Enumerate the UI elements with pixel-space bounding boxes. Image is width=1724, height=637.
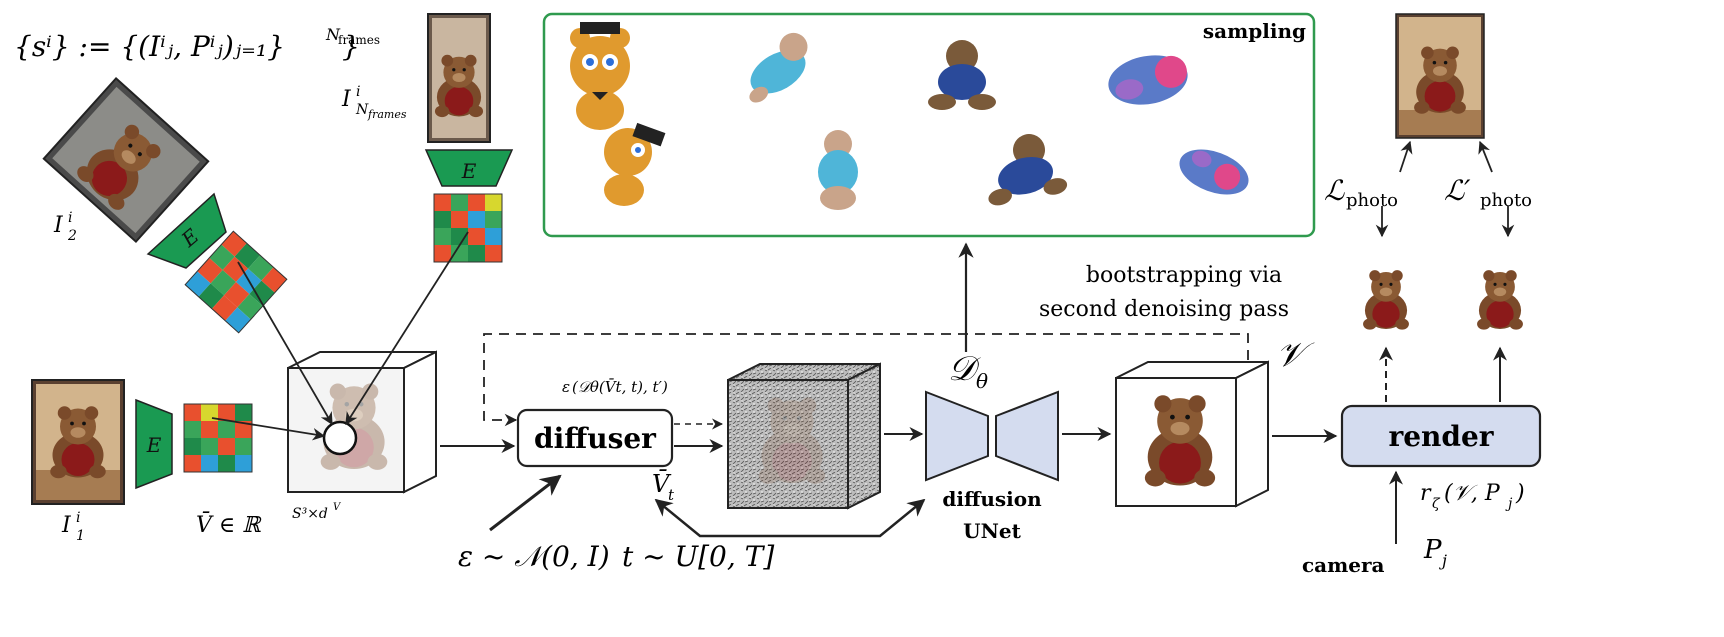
svg-text:V̄: V̄ (652, 470, 672, 498)
set-def-text: {sⁱ} := {(Iⁱⱼ, Pⁱⱼ)ⱼ₌₁} (14, 30, 285, 63)
svg-text:θ: θ (976, 369, 988, 393)
loss-photo-label: ℒ photo (1324, 174, 1398, 211)
sample-toy-8 (1179, 149, 1249, 195)
svg-text:(𝒱, P: (𝒱, P (1444, 481, 1501, 506)
set-def-sup-sub: frames (338, 33, 380, 47)
svg-text:): ) (1515, 481, 1525, 506)
render-fn-label: r ζ (𝒱, P j ) (1420, 481, 1525, 512)
bootstrap-label-2: second denoising pass (1039, 297, 1289, 322)
sample-toy-2 (749, 32, 808, 103)
encoder-n (424, 149, 514, 187)
set-definition: {sⁱ} := {(Iⁱⱼ, Pⁱⱼ)ⱼ₌₁} N frames } (14, 25, 380, 63)
svg-text:ζ: ζ (1432, 496, 1441, 512)
projection-lines (211, 231, 469, 441)
frame-2-photo (42, 76, 210, 244)
epsilon-label: ε (𝒟θ(V̄t, t), t′) (562, 378, 668, 396)
feature-grid-n (433, 193, 503, 263)
rendered-bear-1 (1363, 270, 1409, 330)
frame-n-photo (427, 13, 491, 143)
encoder-2 (146, 192, 227, 269)
svg-text:1: 1 (76, 528, 85, 544)
frame-1-label: I i 1 (61, 510, 85, 544)
svg-text:i: i (356, 84, 360, 100)
svg-text:N: N (355, 102, 369, 118)
sample-point (322, 420, 358, 456)
svg-text:ℒ: ℒ (1324, 174, 1345, 207)
svg-text:P: P (1423, 535, 1442, 565)
camera-label: camera (1302, 553, 1385, 577)
sample-toy-6 (818, 130, 858, 210)
render-box: render (1340, 404, 1542, 468)
vcal-label: 𝒱 (1276, 335, 1315, 375)
volume-label: V̄ ∈ ℝ S³×d V (196, 502, 342, 538)
svg-text:S³×d: S³×d (292, 506, 328, 522)
svg-text:i: i (68, 210, 72, 226)
svg-text:(𝒟θ(V̄t, t), t′): (𝒟θ(V̄t, t), t′) (572, 378, 668, 396)
sample-toy-7 (988, 134, 1068, 206)
svg-text:I: I (61, 513, 72, 538)
ground-truth-photo (1395, 13, 1485, 139)
diffuser-label: diffuser (534, 422, 657, 455)
time-label: t ~ U[0, T] (622, 540, 774, 573)
feature-grid-2 (184, 230, 288, 334)
sampling-label: sampling (1203, 19, 1306, 43)
svg-text:V̄ ∈ ℝ: V̄ ∈ ℝ (196, 511, 262, 538)
svg-text:t: t (668, 486, 675, 504)
svg-text:I: I (341, 87, 352, 112)
pj-label: P j (1423, 535, 1447, 570)
sample-toy-5 (604, 122, 666, 206)
loss-photo-prime-label: ℒ′ photo (1444, 174, 1532, 211)
diffusion-unet (925, 390, 1059, 482)
frame-2-label: I i 2 (53, 210, 77, 244)
feature-grid-1 (183, 403, 253, 473)
encoder-1-label: E (146, 433, 162, 457)
sample-toy-4 (1108, 55, 1188, 105)
set-def-sup: N (325, 25, 341, 44)
sample-toy-1 (570, 22, 630, 130)
unet-label-1: diffusion (942, 487, 1042, 511)
encoder-n-label: E (461, 159, 477, 183)
svg-text:photo: photo (1480, 190, 1532, 211)
svg-text:I: I (53, 213, 64, 238)
svg-text:j: j (1439, 551, 1447, 570)
set-def-close: } (342, 30, 360, 63)
feature-volume-cube (287, 350, 437, 494)
unet-label-2: UNet (963, 519, 1021, 543)
bootstrap-loop (483, 333, 1249, 427)
svg-text:V: V (333, 502, 342, 513)
encoder-1 (135, 398, 173, 490)
loss-arrows (1375, 140, 1515, 238)
arrow-time (654, 498, 926, 538)
svg-text:photo: photo (1346, 190, 1398, 211)
bootstrap-label-1: bootstrapping via (1086, 263, 1282, 288)
sampling-box: sampling (542, 12, 1316, 238)
noisy-volume-cube (727, 362, 881, 510)
svg-text:ε: ε (562, 378, 570, 396)
svg-text:2: 2 (67, 228, 77, 244)
sample-toy-3 (928, 40, 996, 110)
decoder-label: 𝒟 θ (948, 349, 988, 393)
arrow-noise-to-diffuser (489, 474, 562, 532)
frame-n-label: I i N frames (341, 84, 407, 121)
vt-label: V̄ t (652, 470, 675, 504)
clean-volume-cube (1115, 360, 1269, 508)
frame-1-photo (31, 379, 125, 505)
svg-text:j: j (1505, 496, 1513, 512)
diffuser-box: diffuser (516, 408, 674, 468)
rendered-bear-2 (1477, 270, 1523, 330)
noise-label: ε ~ 𝒩(0, I) (458, 540, 610, 573)
svg-text:frames: frames (367, 108, 407, 121)
svg-text:r: r (1420, 481, 1432, 506)
render-label: render (1388, 420, 1494, 453)
svg-text:ℒ′: ℒ′ (1444, 174, 1471, 207)
svg-text:i: i (76, 510, 80, 526)
